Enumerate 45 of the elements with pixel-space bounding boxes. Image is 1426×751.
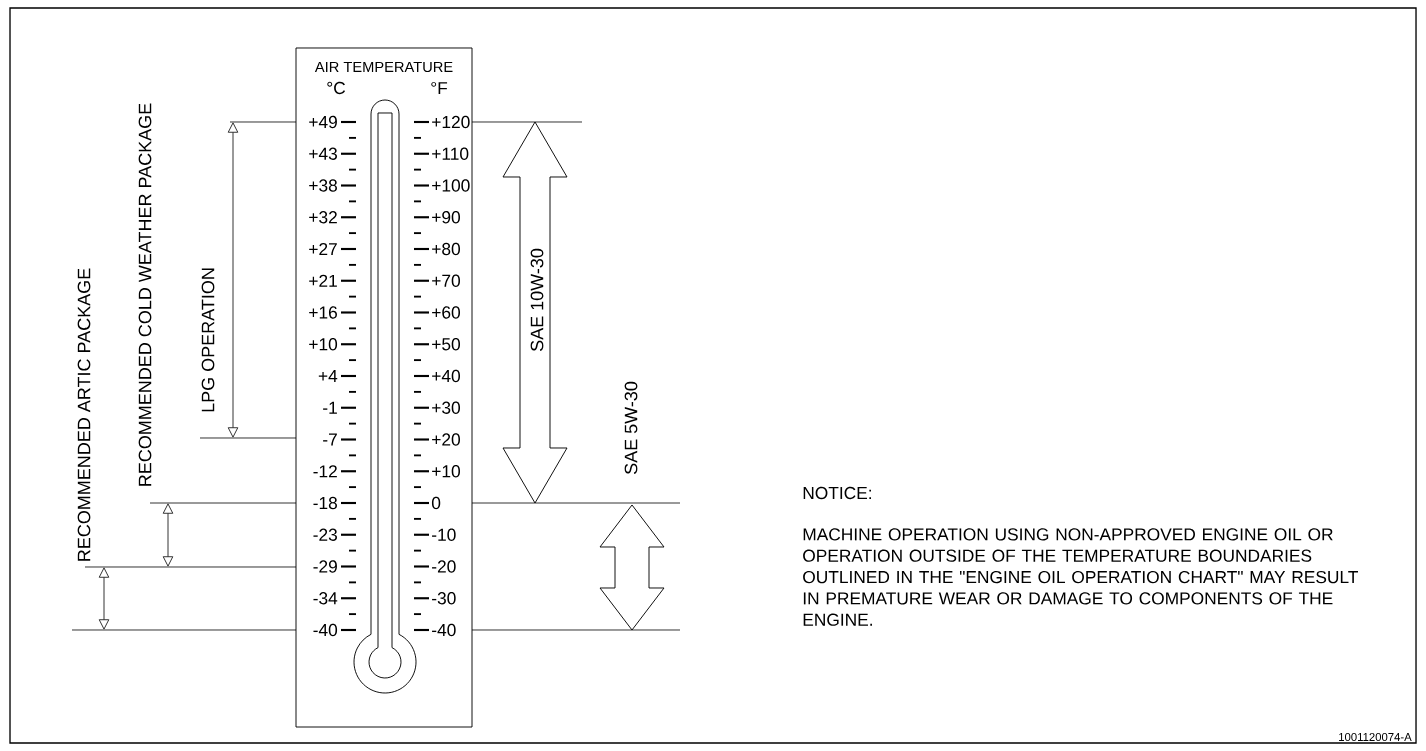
scale-label: -23 [313,528,337,541]
range-label: LPG OPERATION [201,268,215,412]
scale-label: -12 [313,465,337,478]
scale-label: +80 [432,242,460,256]
scale-label: -30 [432,592,456,605]
notice-heading: NOTICE: [803,486,871,500]
scale-label: +90 [432,211,460,224]
oil-grade-label: SAE 5W-30 [624,381,638,475]
range-label: RECOMMENDED ARTIC PACKAGE [77,268,91,561]
scale-label: +100 [432,179,470,192]
scale-label: 0 [431,496,441,510]
scale-label: +10 [309,338,338,351]
scale-label: -10 [432,528,456,541]
figure-number: 1001120074-A [1339,733,1412,741]
unit-label: °F [431,81,448,95]
scale-label: -29 [313,560,337,573]
scale-label: +32 [309,211,337,224]
notice-text: MACHINE OPERATION USING NON-APPROVED ENGINE OIL OR OPERATION OUTSIDE OF THE TEMPERATURE BOUNDARIES OUTLINED IN THE "ENGINE OIL OPERATION CHART" MAY RESULT IN PREMATURE WEAR OR DAMAGE TO COMPONENTS OF THE ENGINE. [803,528,1358,626]
scale-label: +27 [309,242,337,256]
scale-label: +4 [318,370,338,382]
scale-label: +110 [432,147,469,160]
scale-label: +50 [432,338,460,351]
scale-label: +16 [309,306,337,319]
scale-label: -34 [313,592,338,605]
range-label: RECOMMENDED COLD WEATHER PACKAGE [138,103,152,486]
scale-label: +10 [432,465,460,478]
scale-label: +21 [309,274,337,287]
scale-label: -1 [323,401,337,414]
scale-label: +43 [309,147,337,160]
scale-label: +120 [432,115,470,129]
scale-label: +49 [309,115,337,129]
scale-label: -18 [313,496,337,510]
scale-label: -40 [313,623,338,637]
scale-label: -40 [432,623,456,637]
scale-label: -7 [323,433,337,446]
scale-label: +20 [432,433,460,446]
oil-grade-label: SAE 10W-30 [530,248,544,352]
unit-label: °C [327,81,346,95]
scale-label: +40 [432,369,460,383]
scale-label: +60 [432,306,460,319]
scale-label: -20 [432,560,456,573]
scale-label: +70 [432,274,460,287]
scale-label: +30 [432,401,460,414]
panel-title: AIR TEMPERATURE [314,61,453,73]
scale-label: +38 [309,179,337,192]
